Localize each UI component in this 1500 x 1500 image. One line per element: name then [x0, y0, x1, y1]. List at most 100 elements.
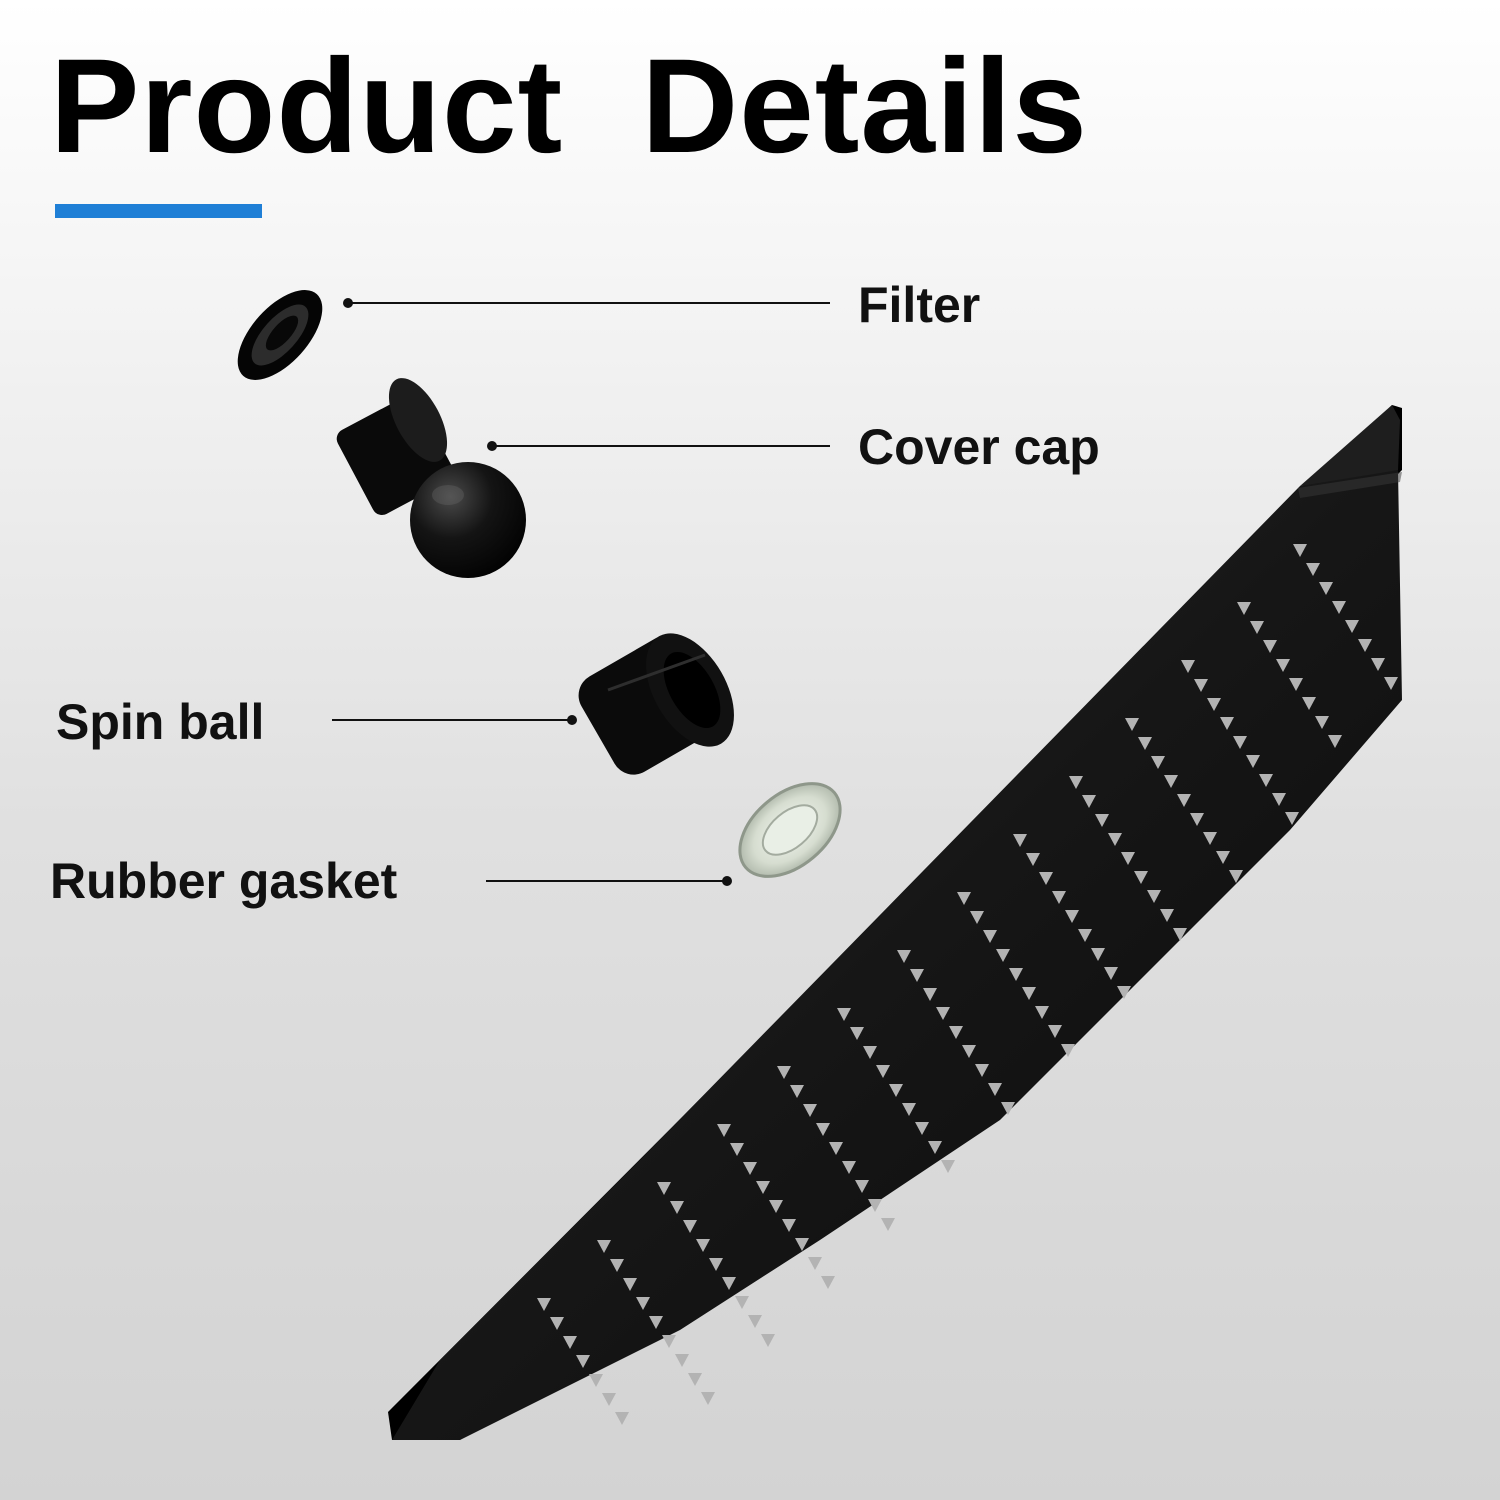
nozzle: [1181, 660, 1195, 673]
nozzle: [829, 1142, 843, 1155]
nozzle-grid: [537, 544, 1398, 1425]
nozzle: [881, 1218, 895, 1231]
nozzle: [782, 1219, 796, 1232]
nozzle: [735, 1296, 749, 1309]
nozzle: [748, 1315, 762, 1328]
nozzle: [1233, 736, 1247, 749]
nozzle: [1001, 1102, 1015, 1115]
nozzle: [1259, 774, 1273, 787]
nozzle: [1272, 793, 1286, 806]
nozzle: [1289, 678, 1303, 691]
nozzle: [1104, 967, 1118, 980]
nozzle: [915, 1122, 929, 1135]
nozzle: [983, 930, 997, 943]
nozzle: [1229, 870, 1243, 883]
nozzle: [1035, 1006, 1049, 1019]
nozzle: [962, 1045, 976, 1058]
nozzle: [1345, 620, 1359, 633]
nozzle: [636, 1297, 650, 1310]
nozzle: [722, 1277, 736, 1290]
nozzle: [688, 1373, 702, 1386]
nozzle: [1151, 756, 1165, 769]
nozzle: [1263, 640, 1277, 653]
nozzle: [623, 1278, 637, 1291]
nozzle: [876, 1065, 890, 1078]
nozzle: [1069, 776, 1083, 789]
nozzle: [683, 1220, 697, 1233]
nozzle: [1039, 872, 1053, 885]
nozzle: [649, 1316, 663, 1329]
callout-spin-ball: [332, 715, 577, 725]
nozzle: [941, 1160, 955, 1173]
callout-cover-cap: [487, 441, 830, 451]
callout-filter: [343, 298, 830, 308]
nozzle: [996, 949, 1010, 962]
nozzle: [855, 1180, 869, 1193]
nozzle: [1250, 621, 1264, 634]
nozzle: [756, 1181, 770, 1194]
nozzle: [863, 1046, 877, 1059]
label-rubber-gasket: Rubber gasket: [50, 853, 398, 909]
nozzle: [1220, 717, 1234, 730]
nozzle: [910, 969, 924, 982]
nozzle: [1147, 890, 1161, 903]
nozzle: [1177, 794, 1191, 807]
nozzle: [1048, 1025, 1062, 1038]
nozzle: [1061, 1044, 1075, 1057]
shower-head-plate: [388, 405, 1402, 1440]
nozzle: [1173, 928, 1187, 941]
nozzle: [1091, 948, 1105, 961]
nozzle: [970, 911, 984, 924]
nozzle: [1306, 563, 1320, 576]
nozzle: [696, 1239, 710, 1252]
nozzle: [662, 1335, 676, 1348]
nozzle: [610, 1259, 624, 1272]
nozzle: [803, 1104, 817, 1117]
title-accent-bar: [55, 204, 262, 218]
nozzle: [795, 1238, 809, 1251]
nozzle: [897, 950, 911, 963]
nozzle: [1194, 679, 1208, 692]
nozzle: [1315, 716, 1329, 729]
nozzle: [1276, 659, 1290, 672]
nozzle: [1207, 698, 1221, 711]
rubber-gasket-part: [738, 782, 842, 878]
nozzle: [850, 1027, 864, 1040]
nozzle: [769, 1200, 783, 1213]
nozzle: [1216, 851, 1230, 864]
nozzle: [1293, 544, 1307, 557]
nozzle: [1246, 755, 1260, 768]
nozzle: [902, 1103, 916, 1116]
label-cover-cap: Cover cap: [858, 419, 1100, 475]
nozzle: [1302, 697, 1316, 710]
nozzle: [1190, 813, 1204, 826]
nozzle: [670, 1201, 684, 1214]
callout-rubber-gasket: [486, 876, 732, 886]
nozzle: [816, 1123, 830, 1136]
nozzle: [743, 1162, 757, 1175]
nozzle: [537, 1298, 551, 1311]
nozzle: [1134, 871, 1148, 884]
nozzle: [1203, 832, 1217, 845]
nozzle: [928, 1141, 942, 1154]
nozzle: [988, 1083, 1002, 1096]
nozzle: [1138, 737, 1152, 750]
nozzle: [889, 1084, 903, 1097]
page-title: Product Details: [50, 32, 1088, 181]
nozzle: [1164, 775, 1178, 788]
label-filter: Filter: [858, 277, 981, 333]
nozzle: [949, 1026, 963, 1039]
nozzle: [1078, 929, 1092, 942]
nozzle: [761, 1334, 775, 1347]
label-spin-ball: Spin ball: [56, 694, 265, 750]
nozzle: [550, 1317, 564, 1330]
nozzle: [975, 1064, 989, 1077]
nozzle: [589, 1374, 603, 1387]
nozzle: [657, 1182, 671, 1195]
nozzle: [1065, 910, 1079, 923]
nozzle: [936, 1007, 950, 1020]
nozzle: [1237, 602, 1251, 615]
nozzle: [1026, 853, 1040, 866]
nozzle: [1125, 718, 1139, 731]
